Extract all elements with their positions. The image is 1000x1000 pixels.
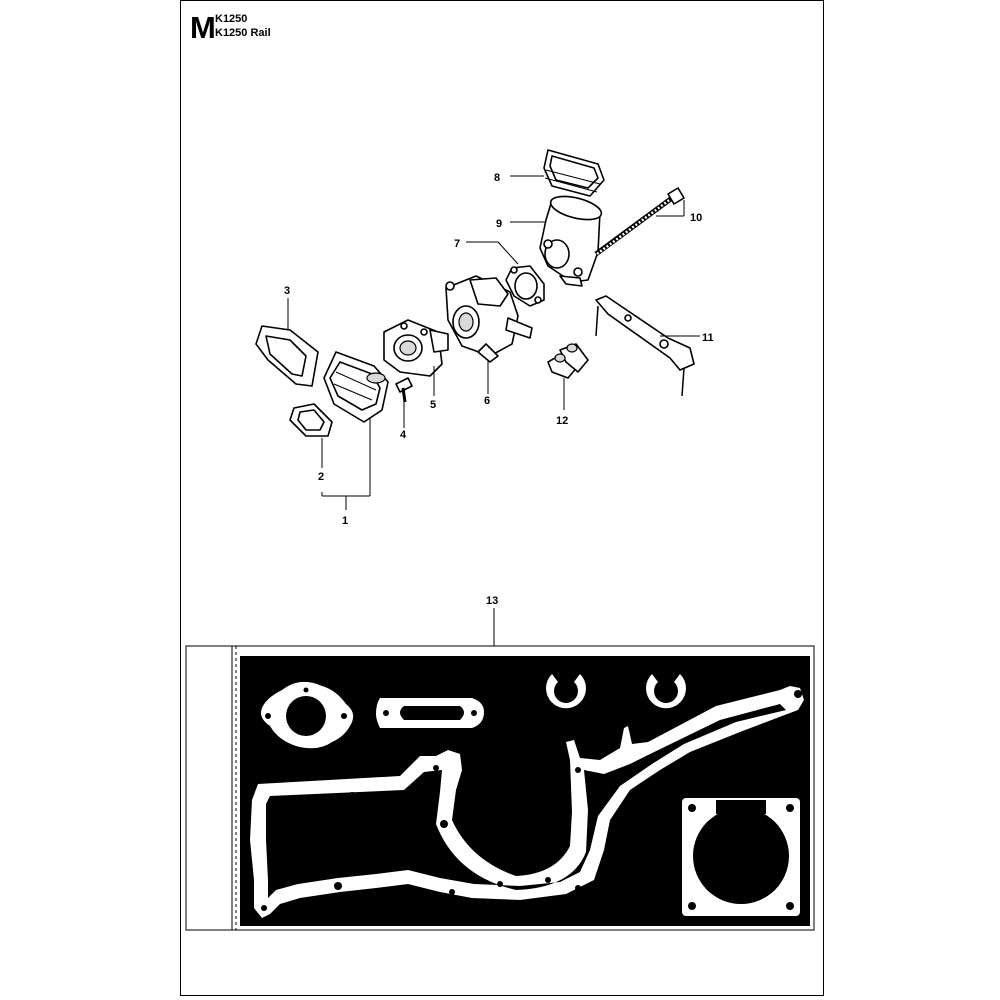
part-12-nipples [547,343,589,379]
callout-6: 6 [484,395,490,407]
gasket-oblong [376,698,484,728]
callout-numbers: 8 9 7 10 3 11 5 6 4 12 2 1 13 [284,172,714,607]
callout-10: 10 [690,212,702,224]
part-10-bolt [594,187,685,257]
model-name-primary: K1250 [215,13,248,25]
gasket-round-flange [261,681,354,749]
callout-3: 3 [284,285,290,297]
page-frame [180,0,824,996]
gasket-crankcase [250,686,804,918]
part-7-gasket [505,265,545,307]
part-8-bellow [543,149,605,197]
callout-8: 8 [494,172,500,184]
gasket-ring-right [646,674,687,709]
part-9-intake-manifold [539,195,603,287]
callout-11: 11 [702,332,714,344]
callout-7: 7 [454,238,460,250]
callout-9: 9 [496,218,502,230]
gasket-cylinder-base [682,798,800,916]
callout-5: 5 [430,399,436,411]
part-3-filter-frame [255,325,319,387]
callout-1: 1 [342,515,348,527]
part-13-gasket-kit [185,645,815,931]
callout-13: 13 [486,595,498,607]
part-5-throttle-housing [383,319,449,377]
part-4-screw [395,377,413,403]
section-letter: M [190,10,216,45]
model-name-secondary: K1250 Rail [215,27,271,39]
gasket-ring-left [546,674,586,709]
leader-lines [287,175,700,646]
callout-4: 4 [400,429,407,441]
part-2-small-gasket [289,403,333,437]
part-6-carburetor [445,275,533,363]
callout-2: 2 [318,471,324,483]
part-1-housing [323,351,389,423]
part-11-rail [595,295,695,397]
callout-12: 12 [556,415,568,427]
